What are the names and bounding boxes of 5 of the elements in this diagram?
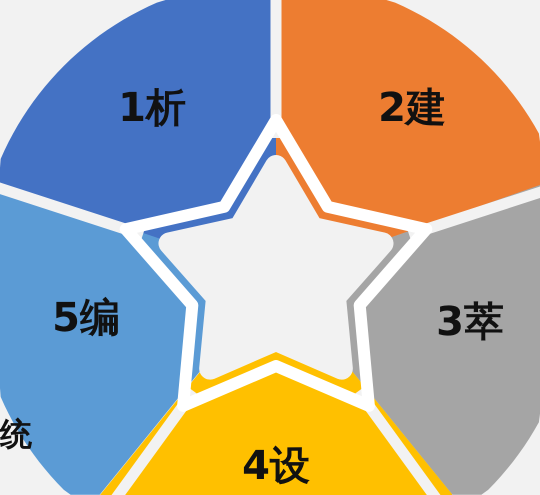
segment-label: 1析 <box>118 88 186 128</box>
segment-label: 5编 <box>52 298 120 338</box>
segment-label: 3萃 <box>436 302 504 342</box>
segment-label: 4设 <box>242 446 310 486</box>
segment-label: 2建 <box>378 88 446 128</box>
